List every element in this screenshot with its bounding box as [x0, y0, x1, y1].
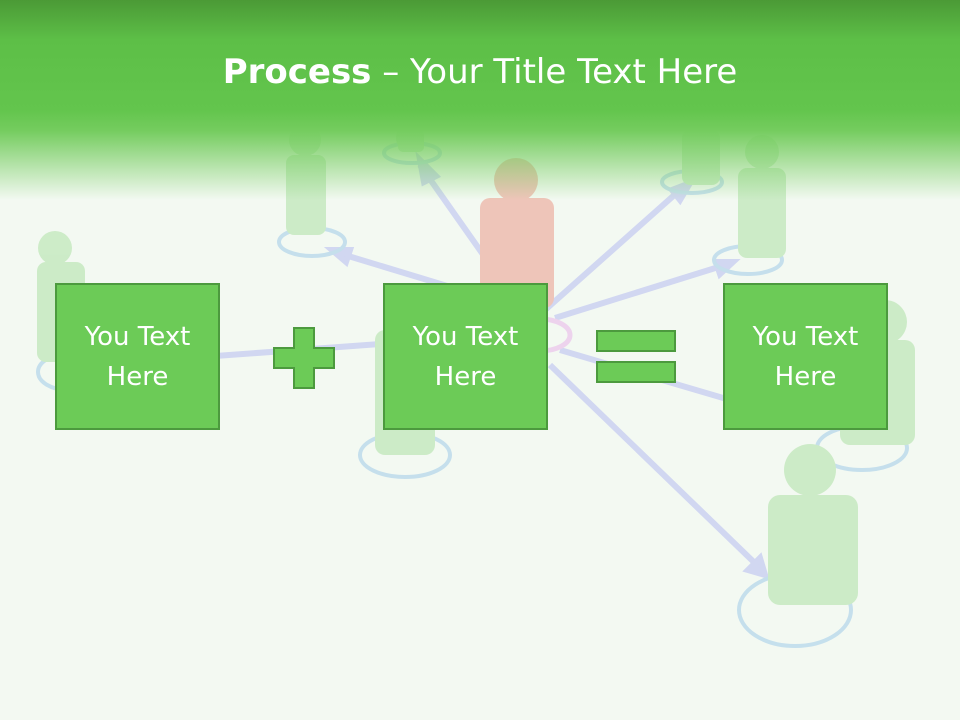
- slide-title: Process – Your Title Text Here: [0, 52, 960, 92]
- title-rest: – Your Title Text Here: [371, 52, 738, 92]
- process-box-1[interactable]: You Text Here: [55, 283, 220, 430]
- header-band: Process – Your Title Text Here: [0, 0, 960, 200]
- title-bold: Process: [222, 52, 372, 92]
- process-box-3-text: You Text Here: [752, 321, 859, 392]
- process-box-2-text: You Text Here: [412, 321, 519, 392]
- equals-icon: [596, 330, 676, 383]
- plus-icon: [273, 327, 335, 389]
- process-box-2[interactable]: You Text Here: [383, 283, 548, 430]
- process-box-1-text: You Text Here: [84, 321, 191, 392]
- process-box-3[interactable]: You Text Here: [723, 283, 888, 430]
